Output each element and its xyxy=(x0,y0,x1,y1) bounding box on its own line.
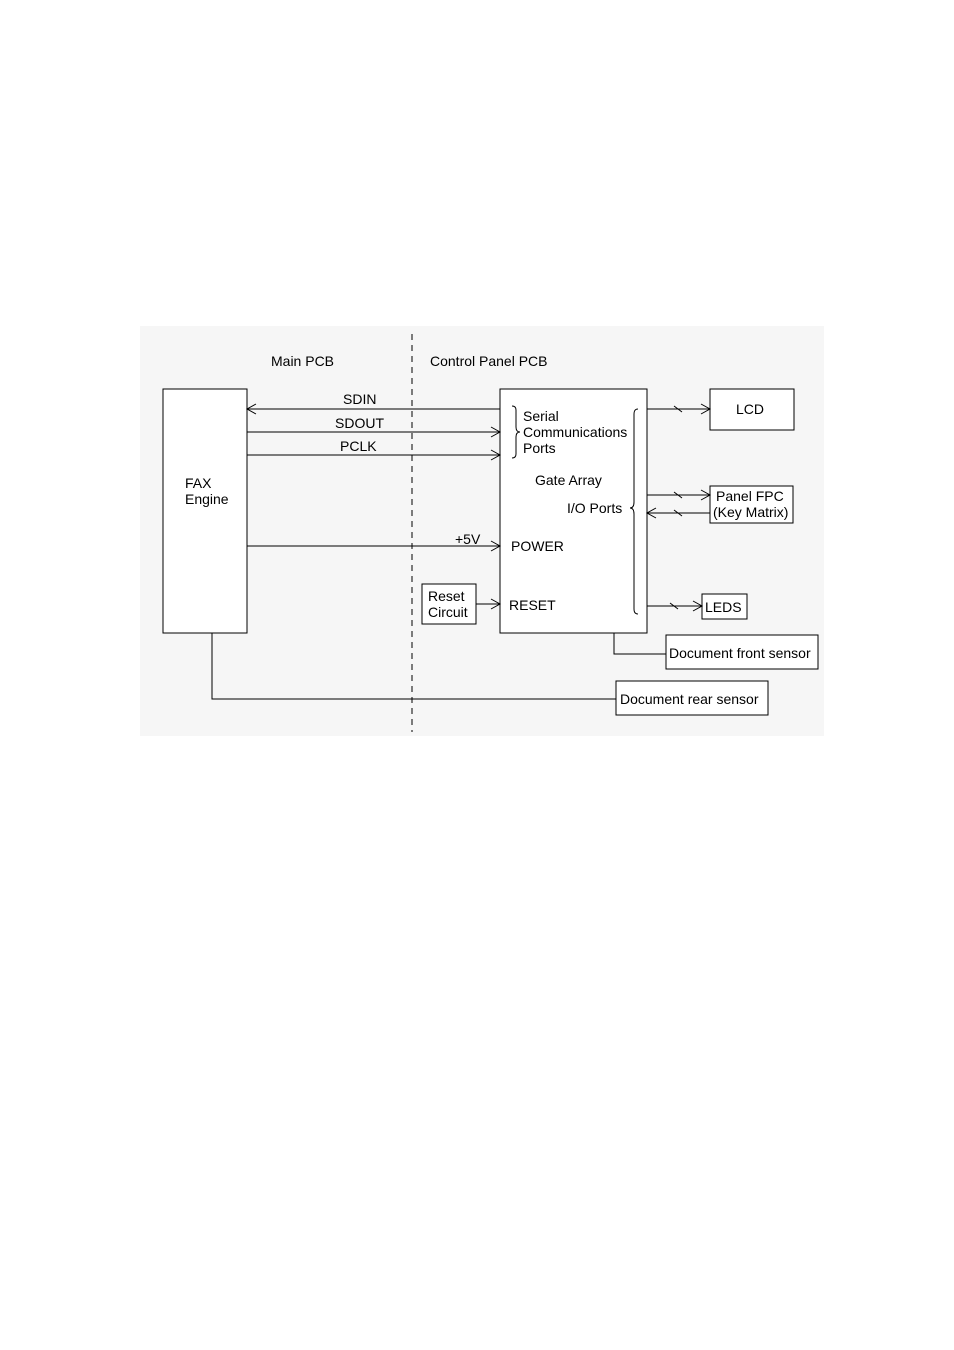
sdout-label: SDOUT xyxy=(335,415,384,431)
reset-circuit-label-line1: Reset xyxy=(428,588,465,604)
serial-ports-label-line2: Communications xyxy=(523,424,627,440)
rear-sensor-label: Document rear sensor xyxy=(620,691,759,707)
reset-circuit-label-line2: Circuit xyxy=(428,604,468,620)
plus5v-label: +5V xyxy=(455,531,481,547)
gate-array-title: Gate Array xyxy=(535,472,602,488)
fax-engine-label-line1: FAX xyxy=(185,475,212,491)
control-panel-pcb-label: Control Panel PCB xyxy=(430,353,548,369)
serial-ports-label-line3: Ports xyxy=(523,440,556,456)
power-pin-label: POWER xyxy=(511,538,564,554)
gate-array-block: Serial Communications Ports Gate Array I… xyxy=(500,389,647,633)
main-pcb-label: Main PCB xyxy=(271,353,334,369)
lcd-label: LCD xyxy=(736,401,764,417)
io-ports-label: I/O Ports xyxy=(567,500,622,516)
sdin-label: SDIN xyxy=(343,391,376,407)
panel-fpc-label-line2: (Key Matrix) xyxy=(713,504,788,520)
fax-engine-label-line2: Engine xyxy=(185,491,229,507)
reset-pin-label: RESET xyxy=(509,597,556,613)
front-sensor-label: Document front sensor xyxy=(669,645,811,661)
fax-engine-block: FAX Engine xyxy=(163,389,247,633)
serial-ports-label-line1: Serial xyxy=(523,408,559,424)
leds-label: LEDS xyxy=(705,599,742,615)
pclk-label: PCLK xyxy=(340,438,377,454)
panel-fpc-label-line1: Panel FPC xyxy=(716,488,784,504)
